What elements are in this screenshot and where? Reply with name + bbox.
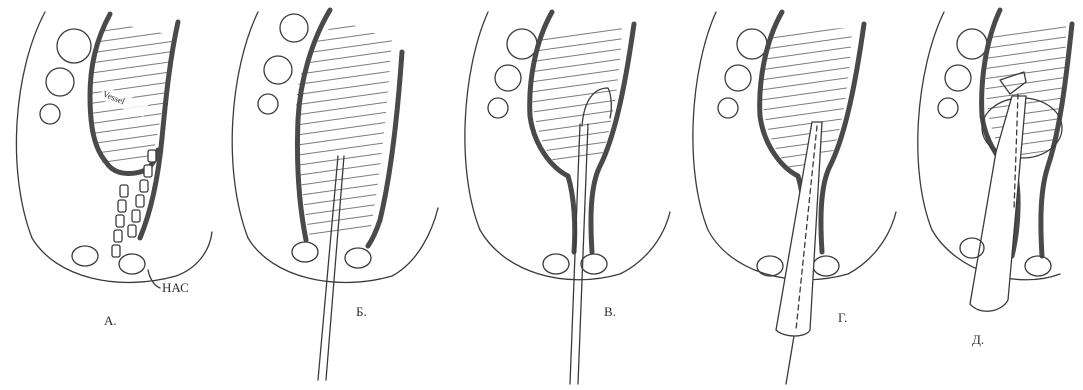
panel-g: Г. [693,12,896,384]
panel-a-nas-leader [148,270,160,288]
panel-v-label: В. [604,304,616,319]
panel-g-sphincter-right [813,256,839,276]
panel-d-label: Д. [972,332,984,347]
panel-a-label: А. [104,313,117,328]
panel-v-sphincter-right [581,254,607,274]
panel-a: Vessel НАС А. [16,12,212,328]
panel-g-sphincter-left [757,256,783,276]
panel-a-sphincter-right [119,254,145,274]
panel-a-sacrum-blocks [40,29,91,124]
panel-b-label: Б. [356,304,367,319]
panel-d: Д. [918,10,1072,347]
panel-v-sphincter-left [543,254,569,274]
panel-d-sphincter-right [1025,256,1051,276]
panel-b: Б. [232,10,438,380]
panel-v: В. [465,12,670,384]
panel-g-label: Г. [838,310,847,325]
panel-b-sphincter-left [292,242,318,262]
panel-a-nas-label: НАС [162,280,189,295]
panel-b-sphincter-right [345,248,371,268]
panel-a-sphincter-left [72,246,98,266]
